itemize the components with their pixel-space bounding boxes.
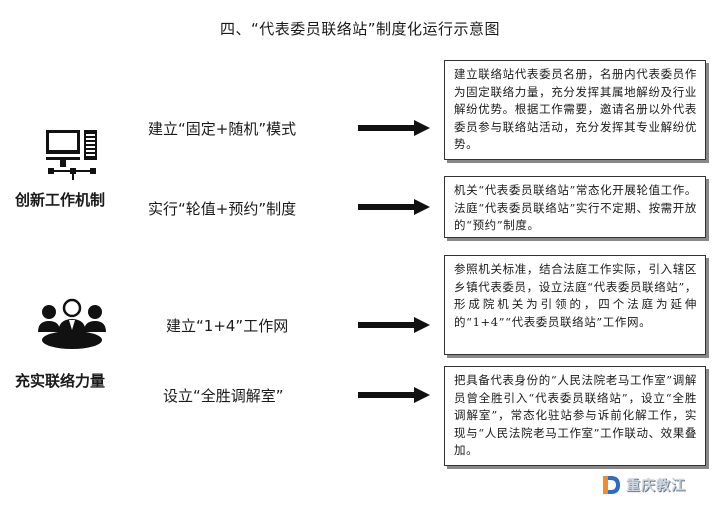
watermark-brand: 重庆教江 [600,474,686,496]
description-box-rotation-appointment: 机关“代表委员联络站”常态化开展轮值工作。法庭“代表委员联络站”实行不定期、按需… [444,176,706,238]
category-label-strengthen: 充实联络力量 [15,372,106,390]
item-label-fixed-random: 建立“固定+随机”模式 [148,120,297,138]
description-text: 参照机关标准，结合法庭工作实际，引入辖区乡镇代表委员，设立法庭“代表委员联络站”… [454,262,697,329]
category-label-innovation: 创新工作机制 [15,191,106,209]
arrow-right-icon [358,317,430,333]
item-label-1plus4-network: 建立“1+4”工作网 [166,317,289,335]
brand-logo-icon [603,476,620,494]
description-text: 把具备代表身份的“人民法院老马工作室”调解员曾全胜引入“代表委员联络站”，设立“… [454,373,697,457]
computer-icon [46,130,97,180]
description-text: 建立联络站代表委员名册，名册内代表委员作为固定联络力量，充分发挥其属地解纷及行业… [454,67,697,151]
arrow-right-icon [358,120,430,136]
description-text: 机关“代表委员联络站”常态化开展轮值工作。法庭“代表委员联络站”实行不定期、按需… [454,183,697,232]
arrow-right-icon [358,199,430,215]
diagram-title: 四、“代表委员联络站”制度化运行示意图 [219,20,501,38]
item-label-quansheng-room: 设立“全胜调解室” [163,387,284,405]
arrow-right-icon [358,387,430,403]
people-group-icon [38,298,106,349]
description-box-1plus4-network: 参照机关标准，结合法庭工作实际，引入辖区乡镇代表委员，设立法庭“代表委员联络站”… [444,255,706,355]
description-box-fixed-random: 建立联络站代表委员名册，名册内代表委员作为固定联络力量，充分发挥其属地解纷及行业… [444,60,706,160]
item-label-rotation-appointment: 实行“轮值+预约”制度 [148,200,297,218]
description-box-quansheng-room: 把具备代表身份的“人民法院老马工作室”调解员曾全胜引入“代表委员联络站”，设立“… [444,366,706,466]
watermark-text: 重庆教江 [626,478,686,494]
